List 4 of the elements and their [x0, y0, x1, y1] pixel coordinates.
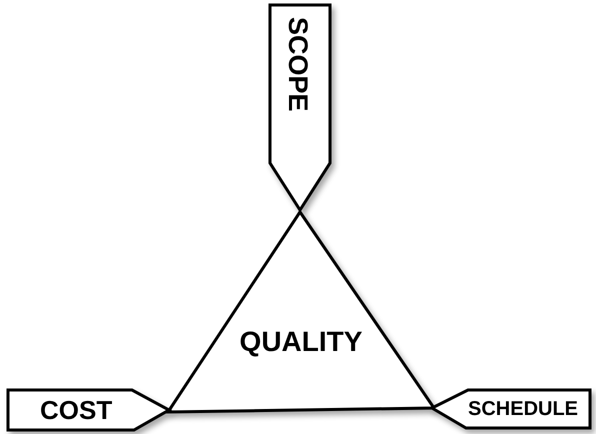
tag-label: SCOPE: [284, 17, 311, 112]
tag-label: SCHEDULE: [468, 399, 578, 419]
triangle-label: QUALITY: [238, 328, 364, 356]
tag-label: COST: [40, 397, 112, 423]
